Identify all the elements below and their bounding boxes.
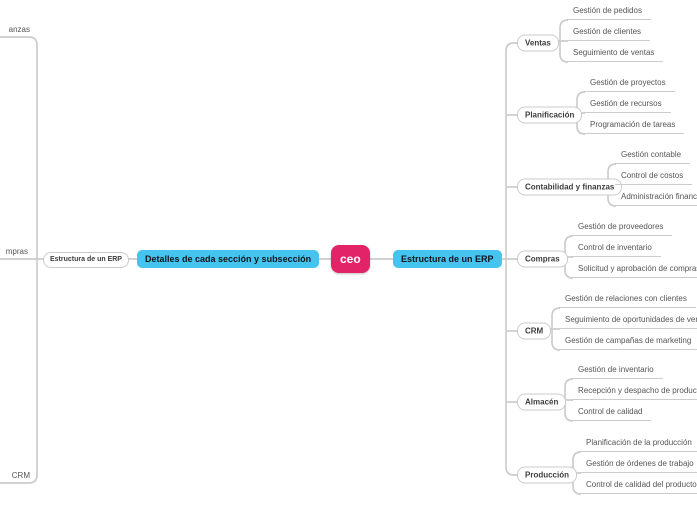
node-produccion[interactable]: Producción [517,466,578,484]
node-detalles-seccion[interactable]: Detalles de cada sección y subsección [137,250,320,268]
leaf-gestion-de-campanas-de-marketing[interactable]: Gestión de campañas de marketing [559,334,697,350]
leaf-gestion-de-proyectos[interactable]: Gestión de proyectos [584,76,675,92]
leaf-seguimiento-de-oportunidades-de-venta[interactable]: Seguimiento de oportunidades de venta [559,313,697,329]
leaf-gestion-contable[interactable]: Gestión contable [615,148,691,164]
clipped-node-finanzas[interactable]: anzas [8,25,30,34]
clipped-node-compras[interactable]: mpras [5,247,28,256]
leaf-gestion-de-inventario[interactable]: Gestión de inventario [572,363,663,379]
leaf-gestion-de-pedidos[interactable]: Gestión de pedidos [567,4,651,20]
node-compras[interactable]: Compras [517,250,568,268]
leaf-gestion-de-proveedores[interactable]: Gestión de proveedores [572,220,673,236]
leaf-gestion-de-relaciones-con-clientes[interactable]: Gestión de relaciones con clientes [559,292,696,308]
leaf-control-de-costos[interactable]: Control de costos [615,169,693,185]
leaf-gestion-de-recursos[interactable]: Gestión de recursos [584,97,671,113]
node-contabilidad-y-finanzas[interactable]: Contabilidad y finanzas [517,178,623,196]
node-ventas[interactable]: Ventas [517,34,559,52]
clipped-node-crm[interactable]: CRM [11,471,30,480]
leaf-recepcion-y-despacho-de-productos[interactable]: Recepción y despacho de productos [572,384,697,400]
leaf-gestion-de-clientes[interactable]: Gestión de clientes [567,25,651,41]
leaf-seguimiento-de-ventas[interactable]: Seguimiento de ventas [567,46,664,62]
leaf-control-de-calidad-del-producto-final[interactable]: Control de calidad del producto final [580,478,697,494]
node-estructura-erp-left[interactable]: Estructura de un ERP [43,252,129,268]
leaf-gestion-de-ordenes-de-trabajo[interactable]: Gestión de órdenes de trabajo [580,457,697,473]
node-almacen[interactable]: Almacén [517,393,567,411]
leaf-control-de-inventario[interactable]: Control de inventario [572,241,661,257]
leaf-solicitud-y-aprobacion-de-compras[interactable]: Solicitud y aprobación de compras [572,262,697,278]
root-node-ceo[interactable]: ceo [331,245,370,273]
leaf-control-de-calidad[interactable]: Control de calidad [572,405,652,421]
leaf-administracion-financiera[interactable]: Administración financiera [615,190,697,206]
node-planificacion[interactable]: Planificación [517,106,583,124]
leaf-programacion-de-tareas[interactable]: Programación de tareas [584,118,685,134]
leaf-planificacion-de-la-produccion[interactable]: Planificación de la producción [580,436,697,452]
node-estructura-erp-right[interactable]: Estructura de un ERP [393,250,502,268]
node-crm[interactable]: CRM [517,322,552,340]
